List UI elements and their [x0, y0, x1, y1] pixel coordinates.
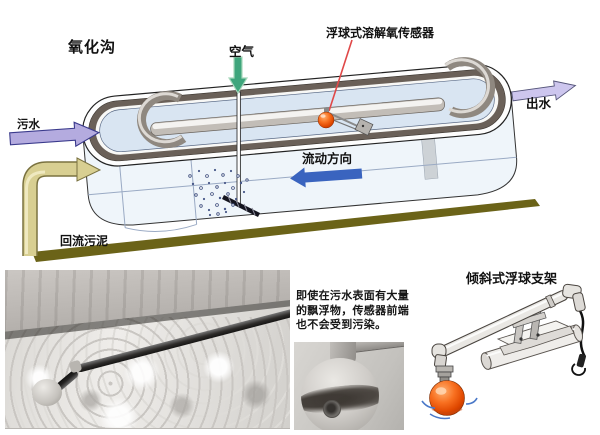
- outflow-arrow: [511, 80, 577, 102]
- caption-text: 即使在污水表面有大量 的飘浮物，传感器前端 也不会受到污染。: [296, 289, 426, 333]
- return-sludge-arrowhead: [76, 157, 102, 182]
- left-baffle-highlight: [137, 92, 183, 144]
- air-label: 空气: [229, 44, 255, 59]
- caption-line-3: 也不会受到污染。: [296, 318, 387, 331]
- return-sludge-label: 回流污泥: [60, 233, 108, 248]
- air-bubbles: [188, 168, 249, 217]
- outflow-label: 出水: [526, 96, 552, 111]
- installation-photo: [5, 270, 290, 429]
- diagram-title: 氧化沟: [67, 38, 116, 56]
- bracket-float-ball: [429, 380, 465, 416]
- sensor-port: [323, 400, 341, 418]
- left-baffle: [137, 91, 187, 149]
- diffuser: [221, 194, 261, 218]
- flow-direction-arrow: [290, 167, 363, 188]
- water-swish-lines: [421, 397, 478, 420]
- sludge-return-line: [32, 199, 540, 262]
- bottom-elbow-and-sensor: [431, 343, 454, 383]
- sensor-label: 浮球式溶解氧传感器: [326, 25, 435, 40]
- sensor-pointer-line: [328, 39, 353, 112]
- air-pipe: [236, 91, 241, 205]
- tilt-bracket-illustration: 倾斜式浮球支架: [421, 271, 587, 420]
- sensor-closeup-photo: [294, 342, 404, 430]
- mounting-clamp: [496, 308, 575, 356]
- median-wall-top: [152, 98, 443, 130]
- closeup-float-ball: [301, 358, 379, 430]
- sensor-float-ball: [317, 108, 335, 129]
- top-elbow: [562, 283, 586, 312]
- inner-channel-lines: [88, 147, 517, 232]
- inflow-arrow: [9, 121, 101, 148]
- caption-line-1: 即使在污水表面有大量: [296, 289, 409, 302]
- caption-line-2: 的飘浮物，传感器前端: [296, 303, 409, 317]
- sensor-bracket: [328, 112, 374, 136]
- right-baffle-highlight: [444, 58, 490, 114]
- return-sludge-arrow-highlight: [25, 170, 46, 254]
- air-down-arrow: [227, 56, 249, 95]
- inflow-label: 污水: [17, 117, 40, 131]
- foam-texture: [5, 317, 290, 428]
- flow-direction-label: 流动方向: [302, 151, 352, 166]
- oxidation-ditch-tank: [81, 57, 518, 232]
- oxidation-ditch-diagram: 氧化沟 空气 浮球式溶解氧传感器 污水 出水 流动方向 回流污泥: [9, 25, 577, 262]
- float-ball-photo: [32, 379, 62, 406]
- bracket-label: 倾斜式浮球支架: [465, 271, 557, 287]
- right-baffle: [444, 57, 496, 119]
